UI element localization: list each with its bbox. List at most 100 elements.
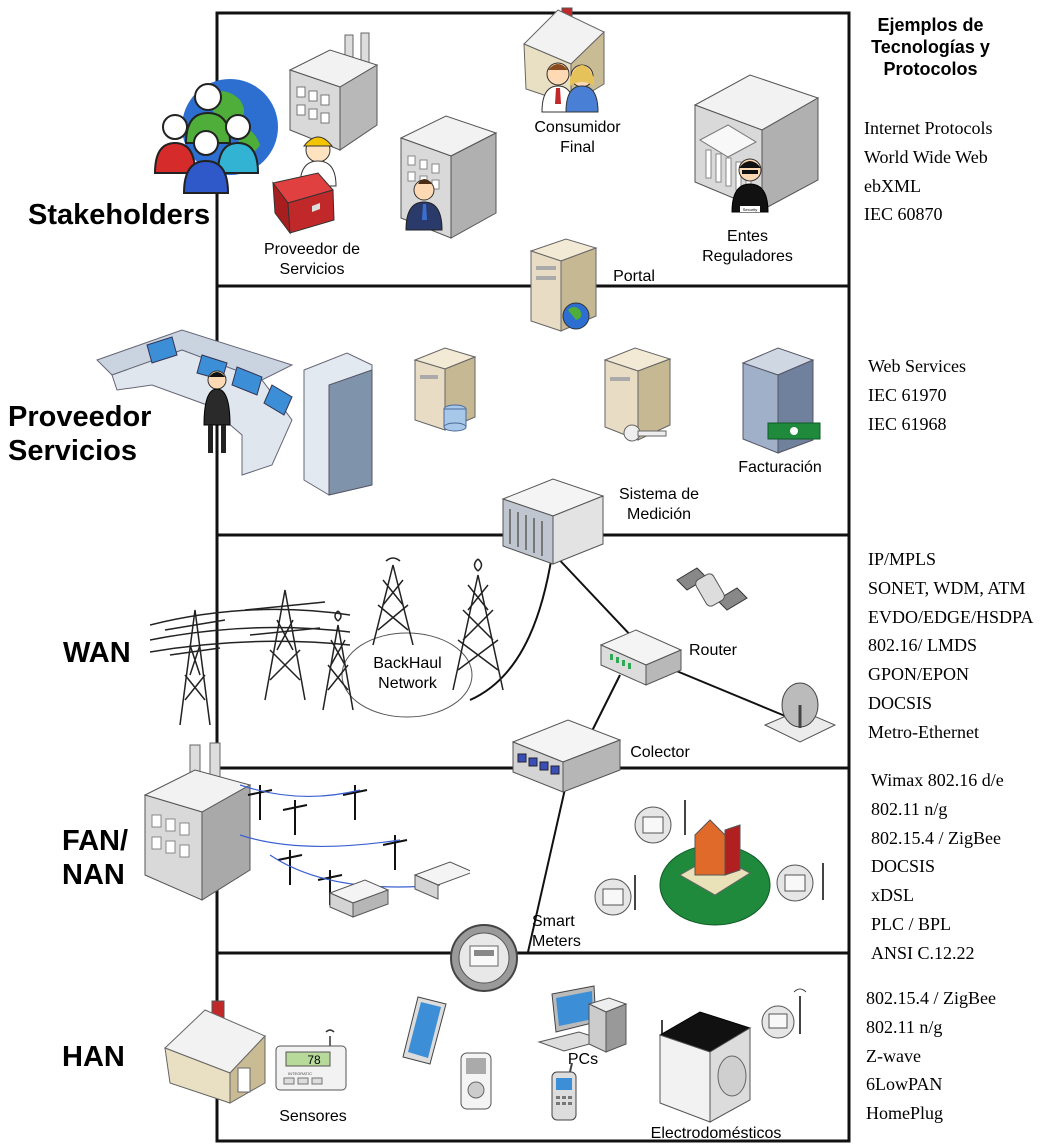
protocol-item: PLC / BPL: [871, 913, 952, 934]
han-meter-icon: [761, 988, 807, 1039]
protocol-item: IEC 60870: [864, 204, 943, 225]
protocol-item: 802.15.4 / ZigBee: [866, 988, 996, 1008]
label-consumidor-final: Consumidor Final: [520, 118, 635, 158]
label-sensores: Sensores: [279, 1108, 347, 1125]
protocol-list-fan-nan: Wimax 802.16 d/e 802.11 n/g 802.15.4 / Z…: [871, 766, 1004, 968]
protocol-item: Internet Protocols: [864, 118, 993, 138]
layer-label-line: Servicios: [8, 435, 137, 467]
label-line: Meters: [532, 933, 581, 950]
layer-label-line: NAN: [62, 859, 125, 891]
label-entes-reguladores: Entes Reguladores: [690, 227, 805, 267]
label-pcs: PCs: [567, 1051, 599, 1068]
protocol-list-stakeholders: Internet Protocols World Wide Web ebXML …: [864, 114, 992, 229]
house-couple-icon: [523, 7, 605, 113]
thermostat-icon: 78 INTEGRATIC: [275, 1029, 347, 1091]
factory-building-icon: [288, 32, 379, 151]
label-portal: Portal: [613, 268, 655, 285]
protocol-item: HomePlug: [866, 1103, 944, 1124]
protocols-title-line: Tecnologías y: [871, 37, 990, 57]
label-line: Final: [560, 139, 595, 156]
label-colector: Colector: [630, 744, 690, 761]
layer-label-proveedor-servicios: Proveedor Servicios: [8, 400, 151, 468]
metering-system-icon: [501, 478, 605, 565]
office-building-icon: [399, 115, 498, 239]
backhaul-ellipse: [341, 632, 473, 718]
label-line: Reguladores: [702, 248, 793, 265]
key-server-icon: [603, 347, 672, 442]
protocol-item: 802.11 n/g: [866, 1016, 943, 1037]
layer-label-han: HAN: [62, 1041, 125, 1073]
protocol-list-proveedor-servicios: Web Services IEC 61970 IEC 61968: [868, 352, 966, 438]
label-line: Sistema de: [618, 486, 700, 503]
protocol-item: 802.15.4 / ZigBee: [871, 827, 1001, 848]
protocols-title-line: Ejemplos de: [877, 15, 984, 35]
protocol-item: xDSL: [871, 885, 915, 906]
layer-label-stakeholders: Stakeholders: [28, 199, 211, 231]
layer-label-line: FAN/: [62, 825, 129, 857]
mobile-phone-icon: [551, 1062, 577, 1121]
protocol-item: IEC 61970: [868, 384, 947, 405]
security-badge-text: Security: [743, 207, 757, 212]
protocol-item: SONET, WDM, ATM: [868, 577, 1026, 598]
protocol-item: World Wide Web: [864, 146, 988, 167]
distribution-poles-icon: [240, 784, 470, 918]
protocol-item: DOCSIS: [868, 692, 933, 713]
smart-meter-icon: [450, 924, 518, 992]
label-line: Smart: [532, 913, 575, 930]
protocols-title-line: Protocolos: [883, 59, 978, 79]
thermostat-reading: 78: [307, 1053, 321, 1067]
protocol-list-wan: IP/MPLS SONET, WDM, ATM EVDO/EDGE/HSDPA …: [868, 545, 1033, 747]
media-player-icon: [460, 1052, 492, 1110]
tablet-icon: [402, 996, 447, 1065]
protocol-item: ANSI C.12.22: [871, 942, 975, 963]
pc-icon: [537, 985, 628, 1053]
protocol-item: ebXML: [864, 175, 921, 196]
label-router: Router: [688, 642, 738, 659]
label-line: Proveedor de: [263, 241, 361, 258]
protocol-item: GPON/EPON: [868, 664, 970, 685]
protocol-item: Wimax 802.16 d/e: [871, 770, 1004, 790]
label-line: Network: [378, 675, 437, 692]
protocol-item: 6LowPAN: [866, 1074, 943, 1095]
cell-towers-icon: [322, 557, 504, 711]
protocol-list-han: 802.15.4 / ZigBee 802.11 n/g Z-wave 6Low…: [866, 984, 996, 1128]
control-room-icon: [96, 329, 373, 496]
connection-lines: [469, 551, 791, 953]
protocol-item: EVDO/EDGE/HSDPA: [868, 606, 1034, 627]
label-smart-meters: Smart Meters: [532, 912, 598, 952]
power-pylons-icon: [150, 589, 350, 726]
label-line: Consumidor: [534, 119, 621, 136]
portal-server-icon: [529, 238, 598, 332]
label-sistema-de-medicion: Sistema de Medición: [606, 485, 712, 525]
protocol-item: 802.11 n/g: [871, 798, 948, 819]
protocol-item: IP/MPLS: [868, 549, 937, 569]
layer-label-fan-nan: FAN/ NAN: [62, 824, 128, 892]
label-backhaul-network: BackHaul Network: [360, 654, 455, 694]
satellite-icon: [676, 567, 748, 611]
worker-toolbox-icon: [272, 136, 337, 235]
protocol-item: Z-wave: [866, 1045, 921, 1066]
label-line: Servicios: [279, 261, 345, 278]
protocols-title: Ejemplos de Tecnologías y Protocolos: [848, 14, 1013, 80]
han-house-icon: [164, 1000, 266, 1104]
label-electrodomesticos: Electrodomésticos: [650, 1125, 782, 1142]
collector-icon: [511, 719, 622, 793]
layer-label-line: Proveedor: [8, 401, 152, 433]
protocol-item: Web Services: [868, 356, 967, 376]
protocol-item: Metro-Ethernet: [868, 721, 979, 742]
protocol-item: IEC 61968: [868, 413, 947, 434]
thermostat-brand: INTEGRATIC: [288, 1071, 312, 1076]
utility-building-icon: [143, 742, 252, 901]
label-facturacion: Facturación: [738, 459, 822, 476]
router-icon: [599, 629, 683, 686]
billing-server-icon: [741, 347, 821, 454]
regulator-building-icon: Security: [693, 74, 820, 213]
label-proveedor-de-servicios: Proveedor de Servicios: [252, 240, 372, 280]
label-line: Entes: [727, 228, 768, 245]
protocol-item: DOCSIS: [871, 856, 936, 877]
neighborhood-meters-icon: [594, 800, 824, 926]
label-line: BackHaul: [373, 655, 442, 672]
appliance-icon: [658, 1011, 752, 1123]
satellite-dish-icon: [763, 682, 837, 743]
